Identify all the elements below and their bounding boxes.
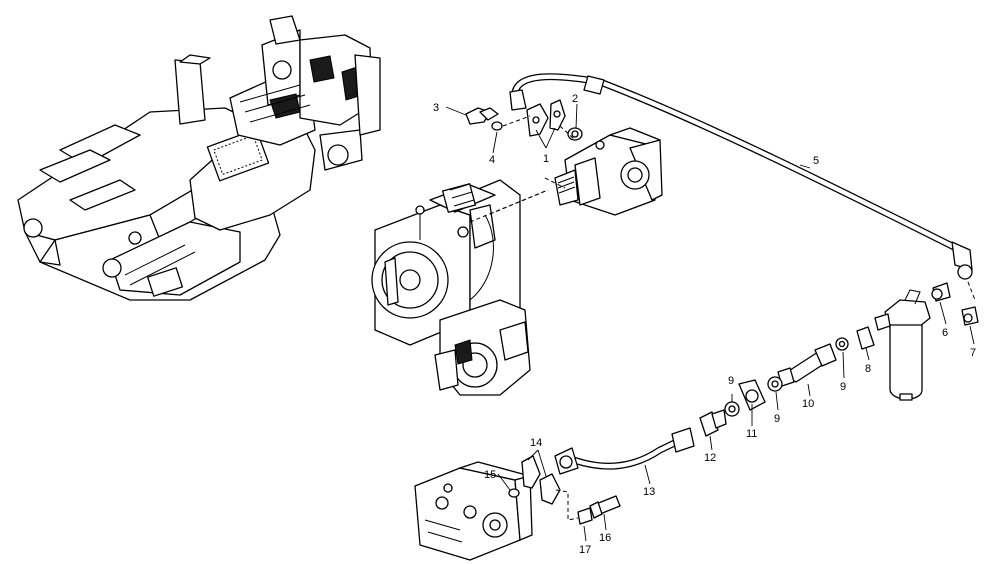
callout-5: 5: [813, 155, 819, 167]
transmission-housing: [371, 179, 531, 396]
leader-lines: [445, 103, 975, 542]
callout-9-a: 9: [728, 375, 734, 387]
callout-8: 8: [865, 363, 871, 375]
hydraulic-filter: [874, 289, 931, 401]
hydraulic-pump: [554, 127, 663, 216]
callout-16: 16: [599, 532, 611, 544]
front-axle-frame: [17, 15, 381, 301]
callout-1: 1: [543, 153, 549, 165]
valve-block: [414, 461, 533, 561]
callout-9-c: 9: [840, 381, 846, 393]
callout-6: 6: [942, 327, 948, 339]
callout-11: 11: [746, 428, 757, 440]
callout-13: 13: [643, 486, 655, 498]
callout-10: 10: [802, 398, 814, 410]
callout-15: 15: [484, 469, 496, 481]
pump-mounting-hardware: [465, 99, 583, 215]
callout-4: 4: [489, 154, 495, 166]
callout-17: 17: [579, 544, 591, 556]
valve-mounting-hardware: [508, 455, 621, 525]
callout-14: 14: [530, 437, 542, 449]
callout-9-b: 9: [774, 413, 780, 425]
callout-12: 12: [704, 452, 716, 464]
callout-2: 2: [572, 93, 578, 105]
callout-labels: 1 2 3 4 5 6 7 8 9 9 9 10 11 12 13 14 15 …: [433, 93, 976, 556]
pressure-hose: [554, 427, 695, 475]
callout-3: 3: [433, 102, 439, 114]
suction-hose: [509, 73, 976, 301]
callout-7: 7: [970, 347, 976, 359]
filter-fittings: [699, 282, 979, 437]
assembly-line: [469, 189, 549, 223]
